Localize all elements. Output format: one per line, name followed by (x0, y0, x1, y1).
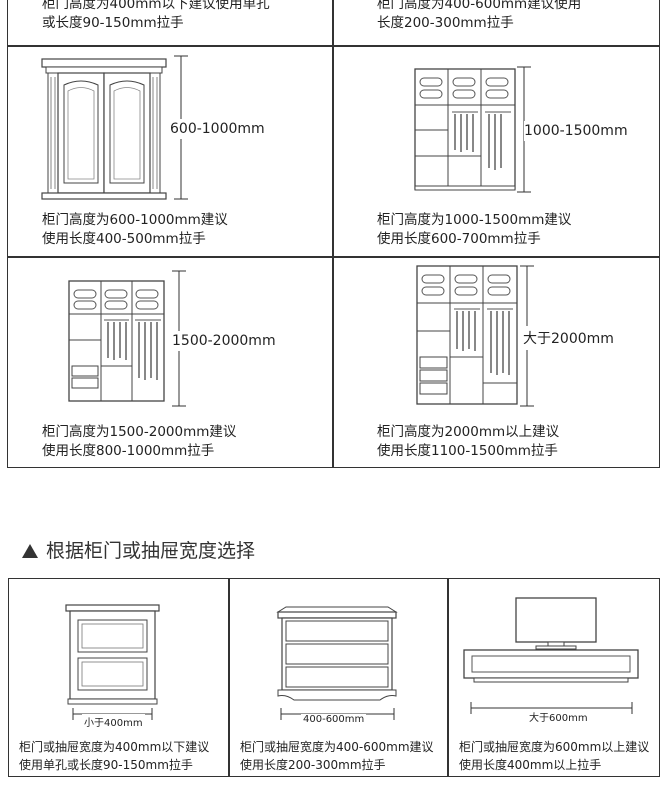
height-grid-divider (332, 0, 334, 468)
chest-of-drawers-illustration (276, 606, 398, 701)
caption-line: 使用长度800-1000mm拉手 (42, 443, 215, 459)
height-dimension-label: 1500-2000mm (172, 331, 276, 351)
caption-line: 使用长度400-500mm拉手 (42, 231, 206, 247)
caption-line: 柜门高度为600-1000mm建议 (42, 212, 228, 228)
width-dimension-label: 400-600mm (301, 714, 367, 725)
width-dimension-line (470, 702, 633, 714)
triangle-icon (22, 544, 38, 558)
height-dimension-label: 大于2000mm (523, 326, 614, 350)
caption-line: 长度200-300mm拉手 (377, 15, 514, 31)
height-grid-row-line (7, 45, 660, 47)
cell-caption: 柜门高度为2000mm以上建议 使用长度1100-1500mm拉手 (377, 423, 559, 461)
section-heading-text: 根据柜门或抽屉宽度选择 (46, 540, 256, 562)
tv-cabinet-illustration (463, 597, 639, 683)
height-dimension-label: 1000-1500mm (524, 121, 628, 141)
tall-wardrobe-illustration (416, 265, 518, 405)
caption-line: 使用长度200-300mm拉手 (240, 758, 386, 772)
height-dimension-label: 600-1000mm (170, 119, 265, 139)
caption-line: 使用长度400mm以上拉手 (459, 758, 602, 772)
section-heading: 根据柜门或抽屉宽度选择 (22, 536, 255, 563)
caption-line: 柜门高度为1500-2000mm建议 (42, 424, 237, 440)
caption-line: 柜门高度为2000mm以上建议 (377, 424, 560, 440)
caption-line: 柜门高度为1000-1500mm建议 (377, 212, 572, 228)
cell-caption: 柜门或抽屉宽度为400-600mm建议 使用长度200-300mm拉手 (240, 738, 434, 774)
wardrobe-with-drawers-illustration (68, 280, 165, 402)
cell-caption: 柜门高度为1500-2000mm建议 使用长度800-1000mm拉手 (42, 423, 236, 461)
width-dimension-label: 大于600mm (527, 709, 590, 724)
double-door-cabinet-illustration (41, 58, 167, 200)
width-dimension-label: 小于400mm (82, 714, 145, 729)
wardrobe-illustration (414, 68, 516, 191)
cell-caption: 柜门高度为1000-1500mm建议 使用长度600-700mm拉手 (377, 211, 571, 249)
caption-line: 柜门或抽屉宽度为400-600mm建议 (240, 740, 434, 754)
height-grid (7, 0, 660, 468)
nightstand-illustration (65, 604, 160, 705)
width-grid (8, 578, 660, 777)
caption-line: 使用单孔或长度90-150mm拉手 (19, 758, 193, 772)
width-grid-divider (228, 578, 230, 777)
caption-line: 或长度90-150mm拉手 (42, 15, 184, 31)
width-grid-divider (447, 578, 449, 777)
cell-caption: 柜门或抽屉宽度为600mm以上建议 使用长度400mm以上拉手 (459, 738, 649, 774)
caption-line: 柜门高度为400mm以下建议使用单孔 (42, 0, 270, 12)
caption-line: 柜门高度为400-600mm建议使用 (377, 0, 582, 12)
caption-line: 使用长度600-700mm拉手 (377, 231, 541, 247)
cell-caption: 柜门高度为400-600mm建议使用 长度200-300mm拉手 (377, 0, 581, 33)
height-grid-row-line (7, 256, 660, 258)
caption-line: 使用长度1100-1500mm拉手 (377, 443, 558, 459)
cell-caption: 柜门高度为600-1000mm建议 使用长度400-500mm拉手 (42, 211, 228, 249)
caption-line: 柜门或抽屉宽度为600mm以上建议 (459, 740, 650, 754)
cell-caption: 柜门或抽屉宽度为400mm以下建议 使用单孔或长度90-150mm拉手 (19, 738, 209, 774)
caption-line: 柜门或抽屉宽度为400mm以下建议 (19, 740, 210, 754)
cell-caption: 柜门高度为400mm以下建议使用单孔 或长度90-150mm拉手 (42, 0, 270, 33)
